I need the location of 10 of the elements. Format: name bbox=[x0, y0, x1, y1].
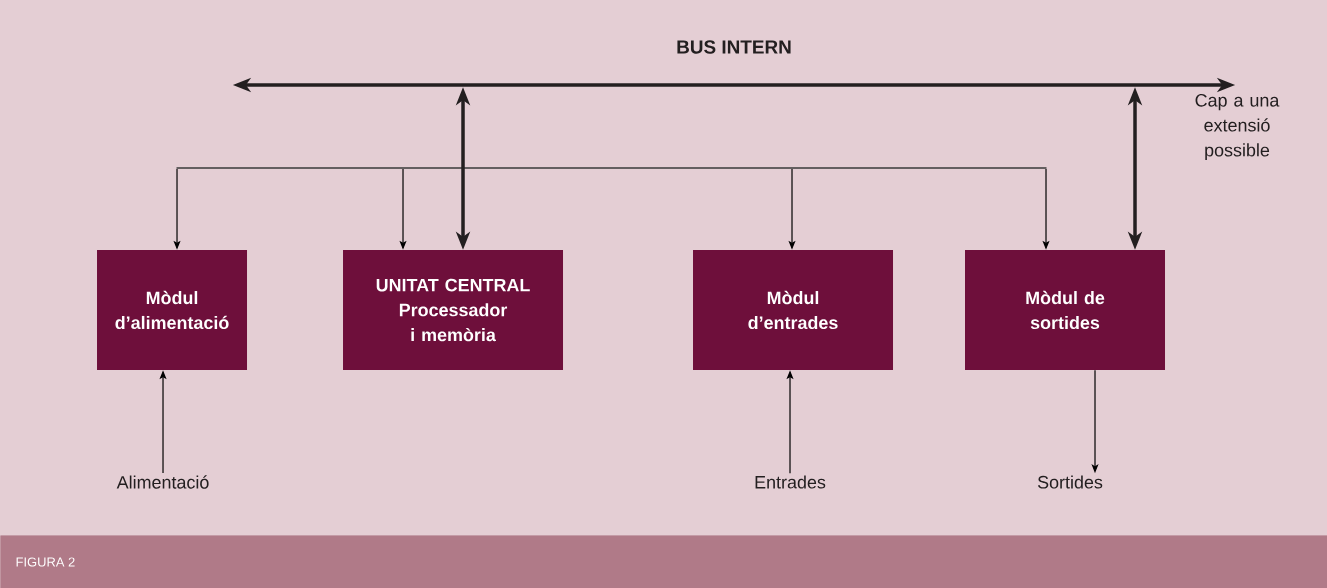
figure-caption: FIGURA 2 bbox=[0, 535, 1327, 588]
io-label: Entrades bbox=[755, 475, 826, 489]
note-text: Cap a una extensió possible bbox=[1195, 93, 1280, 160]
module-box: Mòdul de sortides bbox=[965, 250, 1165, 370]
io-label: Sortides bbox=[1037, 475, 1103, 489]
module-box: UNITAT CENTRAL Processador i memòria bbox=[343, 250, 563, 370]
module-box: Mòdul d’entrades bbox=[693, 250, 893, 370]
distribution-line bbox=[176, 167, 1047, 169]
module-box: Mòdul d’alimentació bbox=[97, 250, 247, 370]
io-label: Alimentació bbox=[116, 475, 209, 489]
